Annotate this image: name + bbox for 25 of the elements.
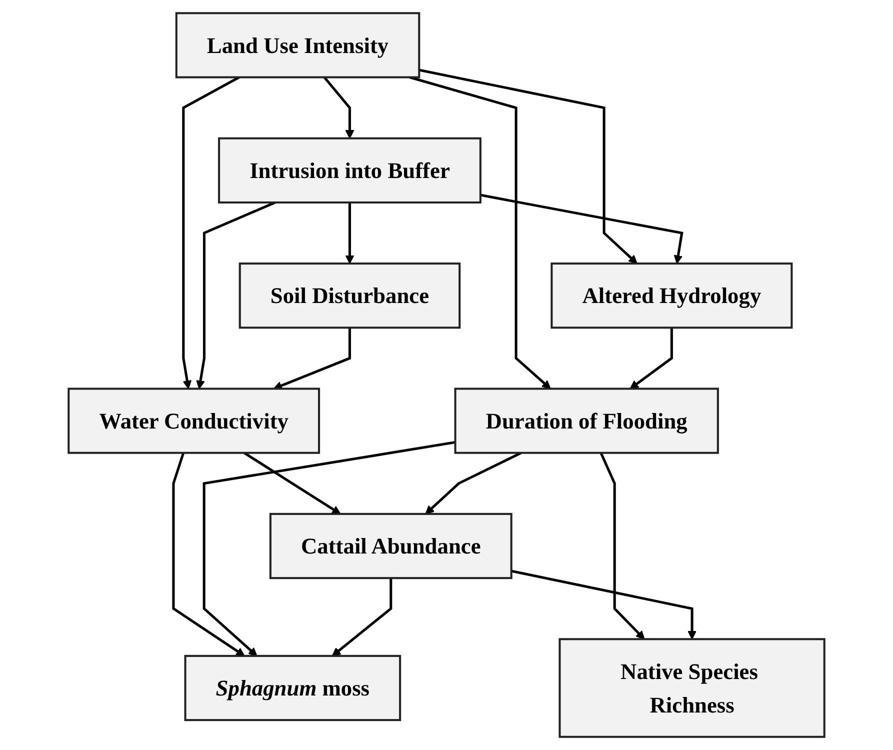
arrow xyxy=(511,570,697,640)
node-box: Altered Hydrology xyxy=(550,262,793,329)
node-box: Intrusion into Buffer xyxy=(218,137,482,204)
arrow xyxy=(480,194,684,264)
arrow xyxy=(172,452,245,656)
arrow xyxy=(273,328,351,390)
arrow xyxy=(600,452,645,640)
arrow xyxy=(332,578,392,656)
node-box: Land Use Intensity xyxy=(175,12,420,78)
arrow xyxy=(244,452,341,514)
node-box: Native Species Richness xyxy=(558,638,826,738)
arrow xyxy=(630,328,673,390)
arrow xyxy=(182,76,240,390)
node-box: Sphagnum moss xyxy=(184,654,402,722)
arrow xyxy=(418,68,638,264)
arrow xyxy=(196,201,276,390)
node-box: Duration of Flooding xyxy=(454,388,719,454)
arrow xyxy=(323,76,354,139)
arrow xyxy=(202,441,456,656)
node-box: Cattail Abundance xyxy=(269,512,512,580)
arrow xyxy=(345,202,354,264)
node-box: Soil Disturbance xyxy=(238,262,461,329)
node-box: Water Conductivity xyxy=(68,388,320,454)
arrow xyxy=(425,452,522,514)
arrow xyxy=(409,76,551,390)
